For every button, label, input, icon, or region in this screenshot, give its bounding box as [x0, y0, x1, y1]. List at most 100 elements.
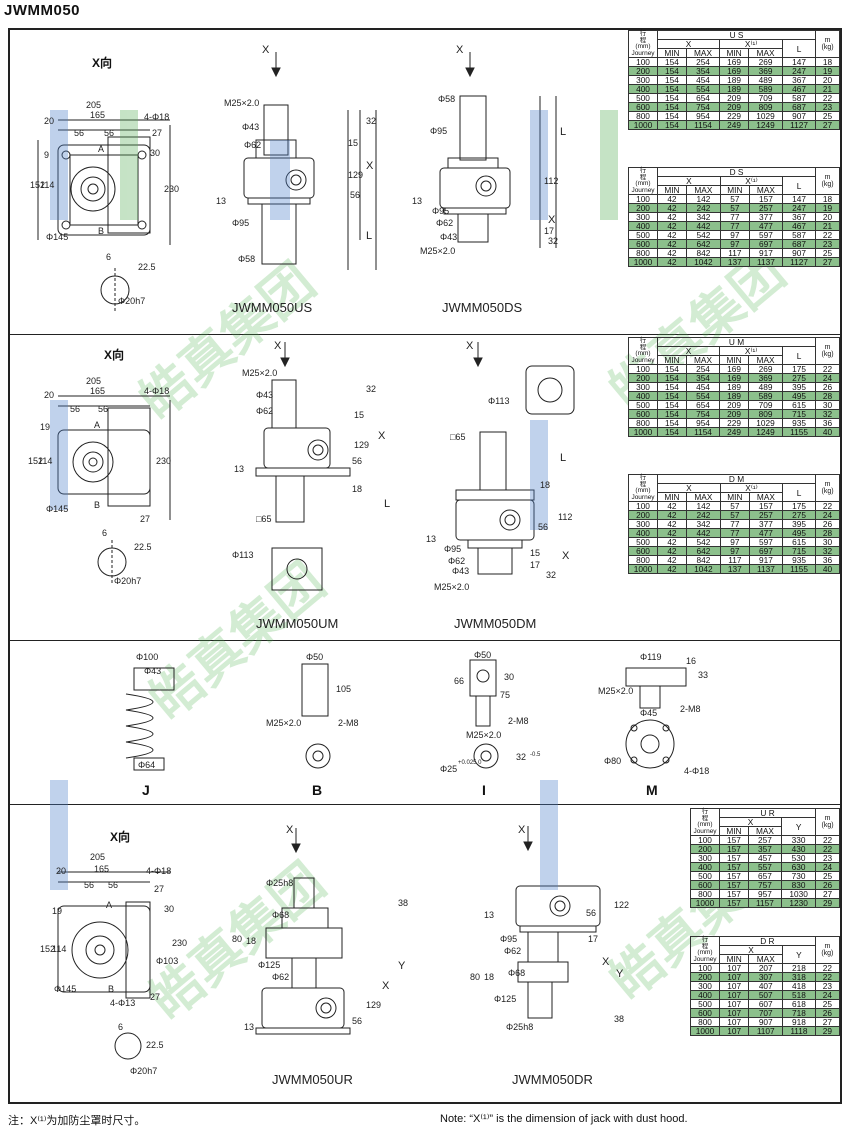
table-cell: 249 — [719, 120, 750, 130]
dim-label: Φ50 — [474, 650, 492, 660]
dim-label: 165 — [94, 864, 110, 874]
dim-label: 20 — [44, 116, 55, 126]
um-side-view — [255, 342, 351, 591]
table-cell: 1155 — [782, 564, 817, 574]
top-view-2 — [57, 395, 171, 584]
mass-header-text: m — [824, 943, 831, 950]
table-cell: 1000 — [690, 898, 720, 908]
dim-label: A — [94, 420, 101, 430]
table-cell: 1154 — [685, 427, 721, 437]
table-cell: 1157 — [747, 898, 783, 908]
table-cell: 1154 — [685, 120, 721, 130]
x-direction-label: X向 — [104, 348, 125, 362]
dim-label: 17 — [530, 560, 541, 570]
table-cell: 1137 — [748, 257, 784, 267]
mass-header-text: (kg) — [821, 822, 834, 829]
dim-label: M25×2.0 — [434, 582, 470, 592]
dim-label: Φ145 — [46, 232, 69, 242]
table-series-name: U R — [718, 808, 817, 818]
dim-label: Φ62 — [256, 406, 274, 416]
x-header: X — [656, 39, 721, 49]
dim-label: Φ43 — [440, 232, 458, 242]
x-header: X — [718, 817, 783, 827]
dim-label: Φ100 — [136, 652, 159, 662]
x-header: X — [718, 945, 784, 955]
model-label-ds: JWMM050DS — [442, 300, 523, 315]
page-title: JWMM050 — [4, 2, 81, 19]
dim-label: Φ62 — [244, 140, 262, 150]
dim-label: 32 — [548, 236, 559, 246]
dim-label: 56 — [538, 522, 549, 532]
table-series-name: D S — [656, 167, 817, 177]
dim-label: M25×2.0 — [466, 730, 502, 740]
end-type-label-i: I — [482, 782, 486, 798]
ds-side-view — [439, 52, 557, 248]
dim-label: 56 — [108, 880, 119, 890]
dim-label: 56 — [586, 908, 597, 918]
dim-label: Φ43 — [256, 390, 274, 400]
dim-label: Φ58 — [438, 94, 456, 104]
mass-header-text: (kg) — [821, 181, 834, 188]
model-label-us: JWMM050US — [232, 300, 313, 315]
dim-label: 56 — [74, 128, 85, 138]
dim-label: L — [560, 452, 567, 464]
dim-label: 30 — [150, 148, 161, 158]
journey-header-text: Journey — [631, 186, 655, 194]
dim-label: Φ95 — [444, 544, 462, 554]
length-header: L — [782, 346, 817, 365]
dim-label: 32 — [516, 752, 527, 762]
dim-label: 112 — [544, 176, 559, 186]
x-marker: X — [466, 340, 474, 352]
dim-label: 114 — [40, 180, 55, 190]
dim-label: 4-Φ18 — [144, 112, 170, 122]
mass-header: m(kg) — [814, 936, 841, 964]
dim-label: Φ43 — [452, 566, 470, 576]
dim-label: Φ43 — [144, 666, 162, 676]
dim-label: 13 — [244, 1022, 255, 1032]
table-cell: 42 — [657, 257, 687, 267]
table-cell: 29 — [814, 1026, 841, 1036]
dim-label: 205 — [90, 852, 106, 862]
dim-label: 56 — [352, 456, 363, 466]
mass-header-text: (kg) — [821, 488, 834, 495]
dim-label: Φ20h7 — [114, 576, 142, 586]
dim-label: 13 — [412, 196, 423, 206]
length-header: L — [782, 483, 817, 502]
section-divider — [8, 640, 842, 641]
dim-label: 13 — [484, 910, 495, 920]
table-cell: 107 — [718, 1026, 750, 1036]
end-type-label-j: J — [142, 782, 150, 798]
mass-header-text: (kg) — [821, 351, 834, 358]
dim-label: 19 — [52, 906, 63, 916]
dim-label: Φ20h7 — [130, 1066, 158, 1076]
x-marker: X — [274, 340, 282, 352]
dm-side-view — [455, 342, 575, 575]
dim-label: 33 — [698, 670, 709, 680]
table-cell: 1127 — [782, 120, 817, 130]
section-divider — [8, 804, 842, 805]
dim-label: 18 — [352, 484, 363, 494]
dim-label: X — [602, 956, 610, 968]
journey-header-text: 程 — [639, 36, 647, 44]
length-header: L — [782, 176, 817, 195]
journey-header-text: Journey — [631, 493, 655, 501]
top-view-1 — [37, 119, 171, 312]
dim-label: 27 — [154, 884, 165, 894]
dim-label: Φ125 — [494, 994, 517, 1004]
dim-label: 18 — [484, 972, 495, 982]
table-cell: 1155 — [782, 427, 817, 437]
